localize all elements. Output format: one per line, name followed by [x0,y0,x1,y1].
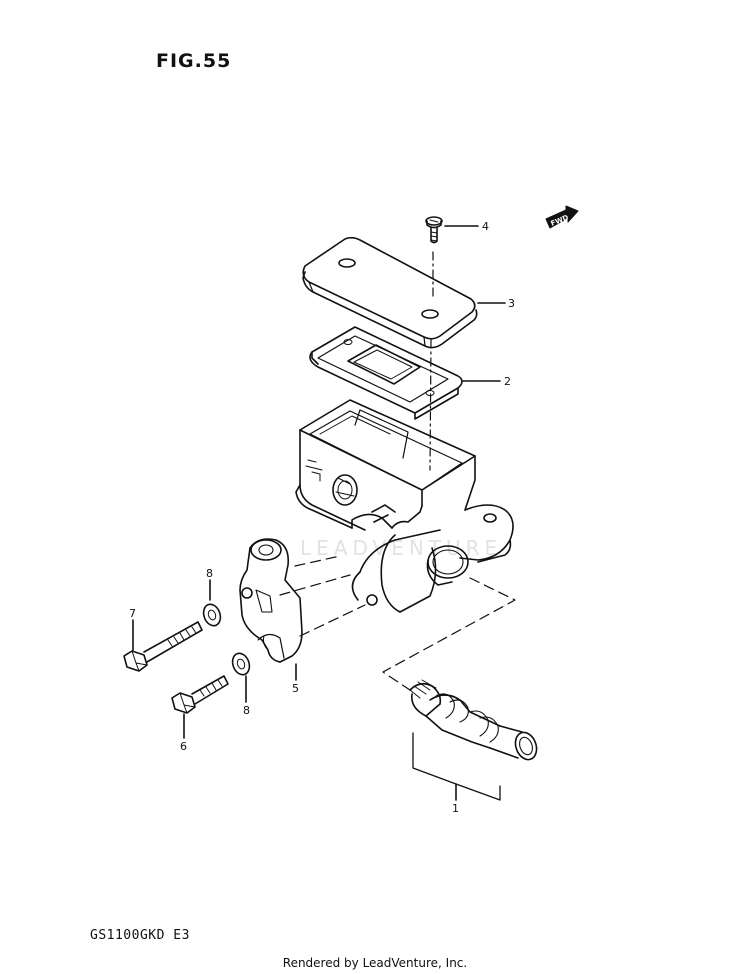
callout-6: 6 [180,740,187,753]
fwd-arrow-icon: FWD [545,205,579,229]
footer-credit: Rendered by LeadVenture, Inc. [282,956,468,970]
callout-5: 5 [292,682,299,695]
part-2-diaphragm [309,326,463,420]
callout-8-upper: 8 [206,567,213,580]
callout-7: 7 [129,607,136,620]
part-8-washer-upper [202,603,222,627]
callout-4: 4 [482,220,489,233]
callout-1: 1 [452,802,459,815]
model-code: GS1100GKD E3 [90,928,190,943]
watermark-text: LEADVENTURE [300,536,502,560]
part-5-clamp [239,538,303,663]
part-1-piston-assembly [409,679,538,761]
assembly-dashes [279,555,516,691]
callout-8-lower: 8 [243,704,250,717]
part-7-long-bolt [123,621,203,672]
part-4-screw [425,216,443,244]
part-3-reservoir-cap [302,236,478,349]
part-8-washer-lower [231,652,251,676]
callout-3: 3 [508,297,515,310]
master-cylinder-body [295,399,514,613]
callout-2: 2 [504,375,511,388]
figure-title: FIG.55 [156,50,232,72]
part-6-short-bolt [171,675,229,714]
